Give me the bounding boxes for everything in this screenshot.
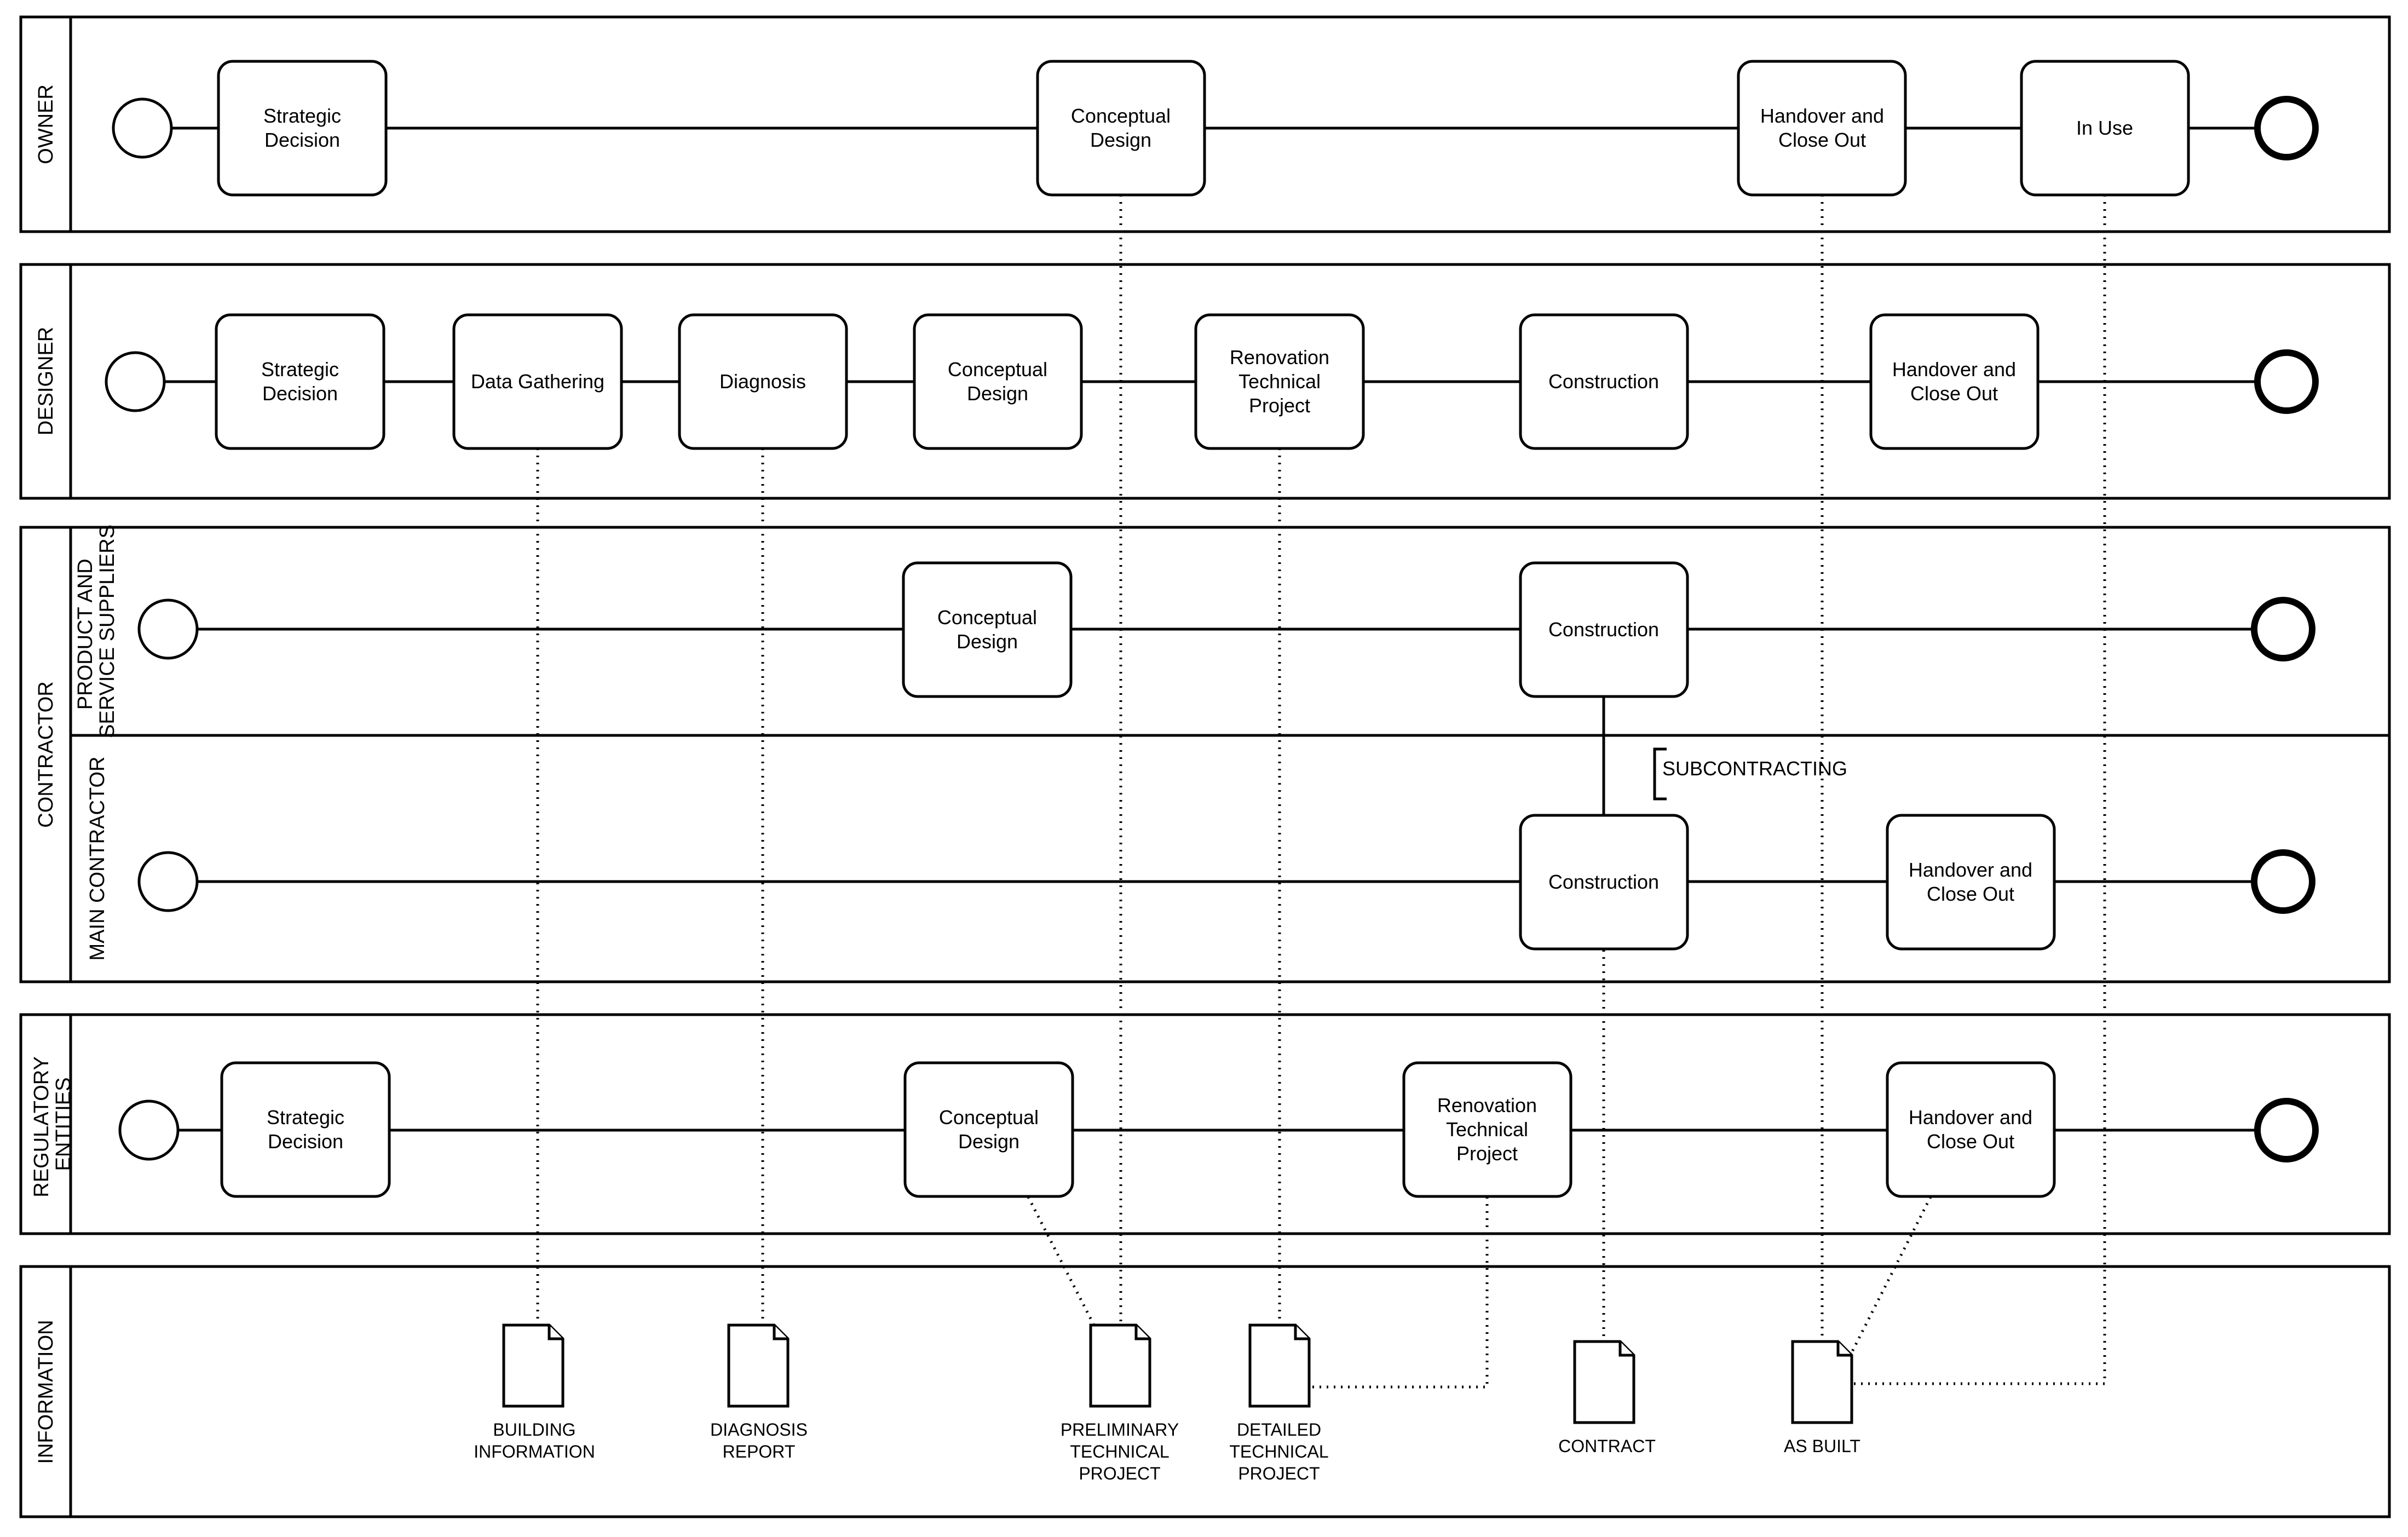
designer-task-data-gathering: Data Gathering	[452, 313, 623, 450]
pool-regulatory-label: REGULATORY ENTITIES	[30, 1051, 75, 1198]
main-contractor-end-event	[2251, 849, 2315, 914]
main-contractor-task-construction: Construction	[1519, 814, 1689, 951]
pool-owner-label: OWNER	[34, 84, 57, 164]
pool-regulatory-label-line: REGULATORY	[30, 1056, 53, 1197]
pool-information-label: INFORMATION	[34, 1320, 57, 1464]
annotation-text: SUBCONTRACTING	[1662, 757, 1847, 780]
task-label: In Use	[2076, 117, 2133, 139]
subcontracting-annotation: SUBCONTRACTING	[1653, 747, 1847, 801]
start-events	[105, 97, 199, 1161]
lane-suppliers-label: PRODUCT AND SERVICE SUPPLIERS	[74, 525, 119, 738]
task-label: Construction	[1548, 618, 1659, 641]
designer-task-diagnosis: Diagnosis	[678, 313, 848, 450]
owner-end-event	[2254, 96, 2319, 160]
supplier-task-construction: Construction	[1519, 561, 1689, 698]
regulatory-end-event	[2254, 1098, 2319, 1162]
task-label: Data Gathering	[471, 370, 604, 393]
designer-end-event	[2254, 349, 2319, 414]
lane-main-contractor-label: MAIN CONTRACTOR	[86, 757, 109, 961]
associations	[536, 195, 2106, 1389]
regulatory-start-event	[118, 1099, 180, 1161]
doc-label: AS BUILT	[1784, 1436, 1860, 1456]
task-label: Diagnosis	[719, 370, 806, 393]
document-as-built: AS BUILT	[1784, 1340, 1860, 1456]
supplier-end-event	[2251, 597, 2315, 661]
designer-start-event	[105, 351, 166, 412]
pool-information: INFORMATION	[19, 1265, 2391, 1518]
end-events	[2251, 96, 2319, 1162]
task-label: Construction	[1548, 370, 1659, 393]
pool-contractor-label: CONTRACTOR	[34, 681, 57, 827]
designer-task-construction: Construction	[1519, 313, 1689, 450]
lane-suppliers-label-line: PRODUCT AND	[74, 559, 97, 710]
owner-task-in-use: In Use	[2020, 60, 2190, 197]
doc-label: CONTRACT	[1558, 1436, 1656, 1456]
pool-designer-label: DESIGNER	[34, 327, 57, 435]
main-contractor-start-event	[137, 851, 199, 912]
document-contract: CONTRACT	[1558, 1340, 1656, 1456]
supplier-start-event	[137, 598, 199, 660]
pool-regulatory-label-line: ENTITIES	[52, 1077, 75, 1171]
lane-suppliers-label-line: SERVICE SUPPLIERS	[96, 525, 119, 738]
owner-start-event	[112, 97, 173, 159]
task-label: Construction	[1548, 871, 1659, 893]
